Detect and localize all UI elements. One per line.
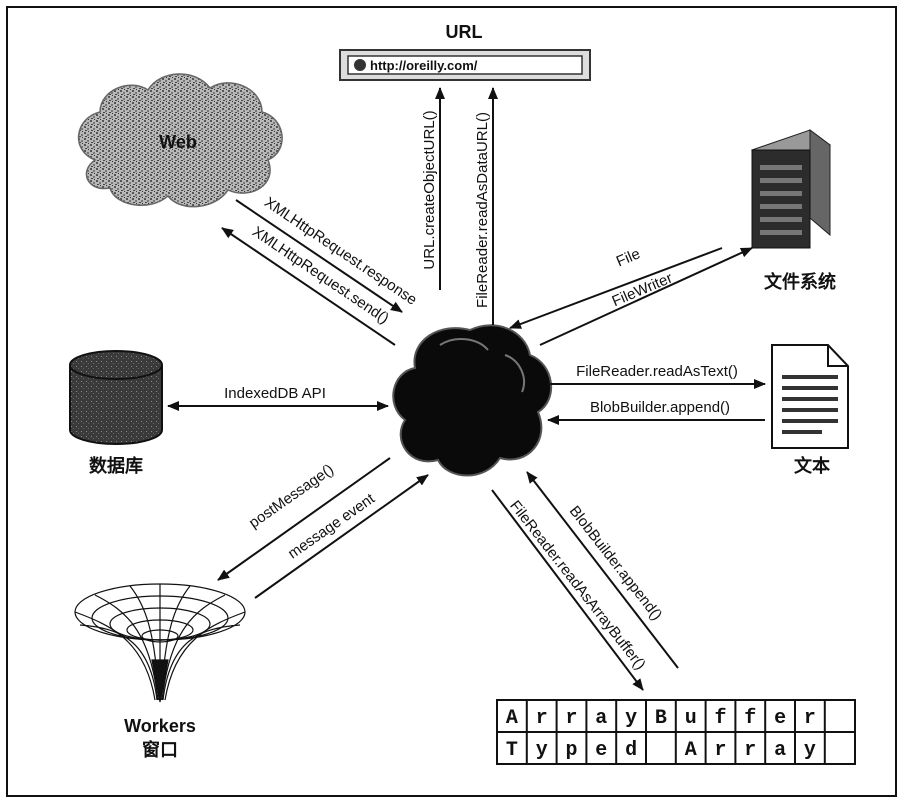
edge-xhr-response-arrow bbox=[221, 227, 396, 346]
table-cell: y bbox=[536, 739, 548, 762]
table-cell: r bbox=[714, 739, 726, 762]
text-node: 文本 bbox=[771, 344, 849, 476]
workers-label-zh: 窗口 bbox=[142, 739, 178, 760]
table-cell: a bbox=[595, 707, 607, 730]
globe-icon bbox=[354, 59, 366, 71]
table-cell: A bbox=[506, 707, 518, 730]
url-node: URL http://oreilly.com/ bbox=[339, 22, 591, 81]
table-cell: d bbox=[625, 739, 637, 762]
edge-url-data-label: FileReader.readAsDataURL() bbox=[474, 112, 491, 308]
edge-indexeddb-label: IndexedDB API bbox=[224, 385, 326, 402]
filesystem-node: 文件系统 bbox=[750, 129, 836, 292]
cloud-icon bbox=[78, 73, 283, 208]
table-cell: r bbox=[565, 707, 577, 730]
wormhole-icon bbox=[74, 583, 246, 703]
table-cell: T bbox=[506, 739, 518, 762]
table-cell: a bbox=[774, 739, 786, 762]
edge-message-event-arrow bbox=[254, 474, 429, 599]
table-cell: r bbox=[744, 739, 756, 762]
edge-read-text-label: FileReader.readAsText() bbox=[576, 363, 738, 380]
table-cell: B bbox=[655, 707, 667, 730]
document-icon bbox=[771, 344, 849, 449]
edge-xhr-send-arrow bbox=[235, 199, 403, 313]
table-cell: y bbox=[625, 707, 637, 730]
table-cell: f bbox=[714, 707, 726, 730]
database-icon bbox=[69, 350, 163, 445]
table-cell: A bbox=[685, 739, 697, 762]
url-title: URL bbox=[446, 22, 483, 42]
url-address: http://oreilly.com/ bbox=[370, 58, 478, 73]
filesystem-label: 文件系统 bbox=[764, 271, 836, 292]
edge-file-arrow bbox=[539, 247, 753, 346]
table-cell: u bbox=[685, 707, 697, 730]
edge-file-label: File bbox=[614, 245, 643, 270]
web-cloud: Web bbox=[78, 73, 283, 208]
central-blob bbox=[392, 324, 553, 477]
table-cell: r bbox=[536, 707, 548, 730]
edge-url-create-label: URL.createObjectURL() bbox=[421, 110, 438, 269]
edge-read-arraybuffer-arrow bbox=[491, 489, 644, 691]
edge-blob-append-text-label: BlobBuilder.append() bbox=[590, 399, 730, 416]
table-cell: p bbox=[565, 739, 577, 762]
edge-filewriter-label: FileWriter bbox=[610, 270, 675, 311]
server-icon bbox=[750, 129, 832, 249]
edges bbox=[167, 87, 766, 691]
url-bar bbox=[347, 55, 583, 75]
database-node: 数据库 bbox=[69, 350, 163, 476]
table-cell: f bbox=[744, 707, 756, 730]
blob-icon bbox=[392, 324, 553, 477]
table-cell: e bbox=[595, 739, 607, 762]
edge-postmessage-arrow bbox=[217, 457, 391, 581]
edge-blob-append-ab-arrow bbox=[526, 471, 679, 669]
web-label: Web bbox=[159, 132, 197, 152]
text-label: 文本 bbox=[794, 455, 830, 476]
edge-filewriter-arrow bbox=[509, 247, 723, 329]
table-cell: r bbox=[804, 707, 816, 730]
workers-node: Workers 窗口 bbox=[74, 583, 246, 760]
workers-label-en: Workers bbox=[124, 716, 196, 736]
diagram-frame bbox=[6, 6, 897, 797]
table-cell: y bbox=[804, 739, 816, 762]
table-cell: e bbox=[774, 707, 786, 730]
edge-blob-append-ab-label: BlobBuilder.append() bbox=[566, 503, 666, 624]
database-label: 数据库 bbox=[89, 455, 143, 476]
